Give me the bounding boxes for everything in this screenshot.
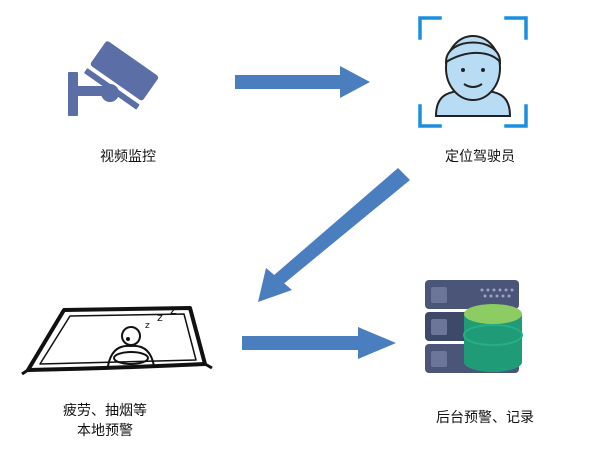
svg-text:z: z [157,311,163,324]
arrow-face-to-driver [258,168,410,302]
label-locate-driver: 定位驾驶员 [445,149,515,165]
svg-text:z: z [145,321,150,331]
arrow-driver-to-server [242,327,396,359]
svg-text:z: z [170,303,177,318]
label-local-warning-line2: 本地预警 [77,423,133,439]
label-local-warning: 疲劳、抽烟等 本地预警 [40,401,170,441]
server-database-icon [425,280,523,373]
security-camera-icon [68,41,159,116]
arrow-camera-to-face [235,66,370,98]
label-video-monitoring: 视频监控 [100,149,156,165]
label-local-warning-line1: 疲劳、抽烟等 [63,403,147,419]
drowsy-driver-icon: z z z [21,303,213,376]
label-backend-warning: 后台预警、记录 [436,410,534,426]
face-recognition-icon [418,16,528,128]
